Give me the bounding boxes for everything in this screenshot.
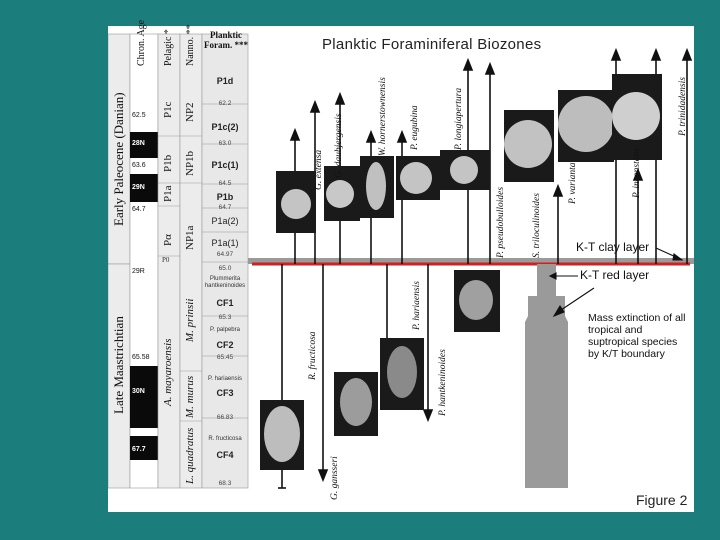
header-planktic: Planktic Foram. *** <box>204 30 248 50</box>
nanno-zone-quadratus: L. quadratus <box>184 428 196 484</box>
species-label-inconstans: P. inconstans <box>632 148 642 198</box>
planktic-zone-p1b: P1b <box>202 192 248 202</box>
planktic-zone-species: R. fructicosa <box>202 436 248 443</box>
species-label-triloculinoides: S. triloculinoides <box>532 193 542 258</box>
figure-label: Figure 2 <box>636 492 687 508</box>
header-chron-age: Chron. Age <box>136 20 147 66</box>
planktic-zone-cf2: CF2 <box>202 340 248 350</box>
species-label-eugubina: P. eugubina <box>410 105 420 150</box>
chron-label: 64.7 <box>132 206 158 213</box>
species-label-pseudobulloides: P. pseudobulloides <box>496 187 506 258</box>
figure-title: Planktic Foraminiferal Biozones <box>322 36 541 53</box>
nanno-zone-np1a: NP1a <box>184 226 196 250</box>
chron-label: 28N <box>132 140 158 147</box>
planktic-zone-species: P. palpebra <box>202 327 248 334</box>
pelagic-zone-pa: Pα <box>162 234 174 246</box>
chron-label: 29R <box>132 268 158 275</box>
species-label-extensa: G. extensa <box>314 150 324 190</box>
chron-label: 65.58 <box>132 354 158 361</box>
header-pelagic: Pelagic * <box>163 29 174 66</box>
callout-red-layer: K-T red layer <box>580 268 649 282</box>
planktic-zone-age: 62.2 <box>202 100 248 107</box>
planktic-zone-age: 65.3 <box>202 314 248 321</box>
species-label-hornerstownensis: W. hornerstownensis <box>378 77 388 156</box>
planktic-zone-p1a2: P1a(2) <box>202 216 248 226</box>
species-label-gansseri: G. gansseri <box>330 456 340 500</box>
callout-clay-layer: K-T clay layer <box>576 240 649 254</box>
epoch-label-maastrichtian: Late Maastrichtian <box>111 316 127 414</box>
extinction-funnel <box>525 264 568 488</box>
planktic-zone-cf1: CF1 <box>202 298 248 308</box>
chron-label: 63.6 <box>132 162 158 169</box>
planktic-zone-p1a1: P1a(1) <box>202 238 248 248</box>
planktic-zone-age: 66.83 <box>202 414 248 421</box>
pelagic-zone-p1b: P1b <box>162 155 174 172</box>
species-label-daubjergensis: G. daubjergensis <box>334 113 344 178</box>
pelagic-zone-p0: P0 <box>162 256 169 264</box>
planktic-zone-cf4: CF4 <box>202 450 248 460</box>
chron-label: 67.7 <box>132 446 158 453</box>
header-nanno: Nanno. ** <box>185 24 196 66</box>
chron-block-30n <box>130 366 158 428</box>
species-label-varianta: P. varianta <box>568 162 578 204</box>
planktic-zone-age: 64.97 <box>202 251 248 258</box>
species-label-fructicosa: R. fructicosa <box>308 331 318 380</box>
nanno-zone-prinsii: M. prinsii <box>184 299 196 342</box>
chron-label: 30N <box>132 388 158 395</box>
planktic-zone-species: P. hariaensis <box>202 376 248 383</box>
pelagic-zone-p1c: P1c <box>162 102 174 119</box>
nanno-zone-np2: NP2 <box>184 102 196 122</box>
figure-panel: Chron. Age Pelagic * Nanno. ** Planktic … <box>108 26 694 512</box>
species-label-trinidadensis: P. trinidadensis <box>678 77 688 136</box>
nanno-zone-np1b: NP1b <box>184 151 196 176</box>
epoch-label-danian: Early Paleocene (Danian) <box>111 92 127 226</box>
planktic-zone-age: 64.5 <box>202 180 248 187</box>
planktic-zone-p1c2: P1c(2) <box>202 122 248 132</box>
planktic-zone-species: Plummerita hantkeninoides <box>202 276 248 290</box>
pelagic-zone-mayaroensis: A. mayaroensis <box>162 339 174 406</box>
planktic-zone-p1c1: P1c(1) <box>202 160 248 170</box>
planktic-zone-age: 65.45 <box>202 354 248 361</box>
nanno-zone-murus: M. murus <box>184 376 196 418</box>
pelagic-zone-p1a: P1a <box>162 186 174 203</box>
species-label-longiapertura: P. longiapertura <box>454 88 464 150</box>
chron-label: 67.0 <box>132 430 158 437</box>
species-label-hantkeninoides: P. hantkeninoides <box>438 349 448 416</box>
callout-mass-extinction: Mass extinction of all tropical and supt… <box>588 312 688 360</box>
planktic-zone-age: 63.0 <box>202 140 248 147</box>
planktic-zone-age: 68.3 <box>202 480 248 487</box>
chron-label: 62.5 <box>132 112 158 119</box>
planktic-zone-age: 64.7 <box>202 204 248 211</box>
planktic-zone-p1d: P1d <box>202 76 248 86</box>
planktic-zone-cf3: CF3 <box>202 388 248 398</box>
planktic-zone-age: 65.0 <box>202 265 248 272</box>
species-label-hariaensis: P. hariaensis <box>412 281 422 330</box>
chron-label: 29N <box>132 184 158 191</box>
